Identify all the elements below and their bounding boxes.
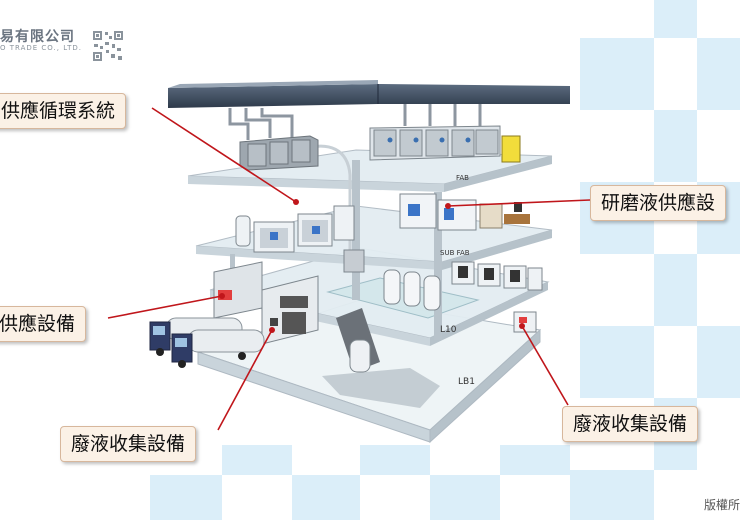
floor-label-lb1: LB1: [458, 377, 475, 387]
qr-code-icon: [92, 30, 124, 62]
supply-circulation-units: [235, 205, 355, 253]
ducts: [228, 104, 482, 140]
callout-waste-collection-left: 廢液收集設備: [60, 426, 197, 462]
waste-collection-unit-right: [513, 311, 537, 333]
copyright-text: 版權所: [703, 498, 740, 512]
company-name: 易有限公司: [0, 29, 75, 45]
callout-supply-circulation-system: 供應循環系統: [0, 93, 127, 129]
slurry-tools: [399, 193, 530, 231]
leader-dots: [219, 199, 525, 333]
waste-collection-tank: [336, 308, 380, 373]
l10-supply-cabinets: [213, 261, 319, 345]
supply-tanks: [343, 249, 441, 311]
sub-fab-right-units: [451, 261, 543, 291]
floor-label-l10: L10: [440, 325, 457, 335]
tanker-trucks: [149, 317, 265, 368]
roof-frame: [168, 80, 570, 108]
floor-label-sub-fab: SUB FAB: [440, 249, 470, 257]
leader-lines: [107, 107, 591, 431]
callout-slurry-supply-equipment: 研磨液供應設: [590, 185, 727, 221]
callout-waste-collection-right: 廢液收集設備: [562, 406, 699, 442]
scrubber-units: [239, 135, 319, 171]
fab-tool-row: [369, 125, 521, 163]
floor-label-fab: FAB: [456, 174, 469, 182]
callout-supply-equipment: 供應設備: [0, 306, 87, 342]
company-subtitle: O TRADE CO., LTD.: [0, 44, 83, 52]
